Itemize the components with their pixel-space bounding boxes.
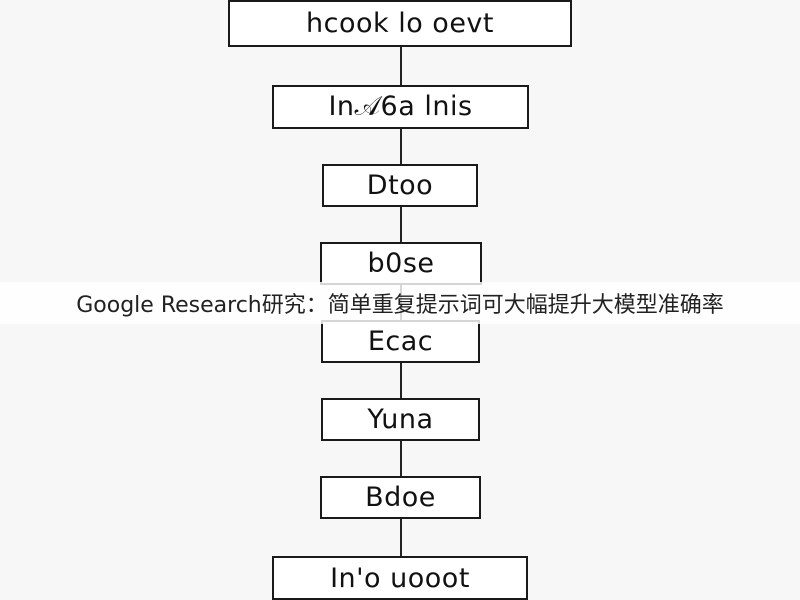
caption-text: Google Research研究：简单重复提示词可大幅提升大模型准确率: [76, 293, 724, 318]
flow-node: In𝒜6a lnis: [272, 85, 529, 129]
connector-line: [400, 441, 402, 476]
flow-node-label: Bdoe: [365, 482, 436, 513]
flow-node-label: Dtoo: [366, 170, 434, 201]
flow-node: b0se: [320, 242, 482, 285]
caption-overlay: Google Research研究：简单重复提示词可大幅提升大模型准确率: [0, 282, 800, 324]
connector-line: [400, 363, 402, 398]
flow-node-label: hcook lo oevt: [305, 8, 494, 39]
flow-node: Ecac: [321, 320, 480, 363]
flow-node-label: Ecac: [367, 326, 434, 357]
flow-node: hcook lo oevt: [228, 0, 572, 47]
flow-node: Dtoo: [322, 164, 478, 207]
flow-node-label: Yuna: [367, 404, 434, 435]
connector-line: [400, 519, 402, 556]
flow-node-label: b0se: [367, 248, 435, 279]
flow-node: In'o uooot: [272, 556, 528, 600]
flow-node: Bdoe: [320, 476, 481, 519]
connector-line: [400, 129, 402, 164]
flow-node: Yuna: [321, 398, 480, 441]
connector-line: [400, 207, 402, 242]
flow-node-label: In'o uooot: [330, 562, 470, 594]
connector-line: [400, 47, 402, 85]
flow-node-label: In𝒜6a lnis: [328, 91, 473, 122]
